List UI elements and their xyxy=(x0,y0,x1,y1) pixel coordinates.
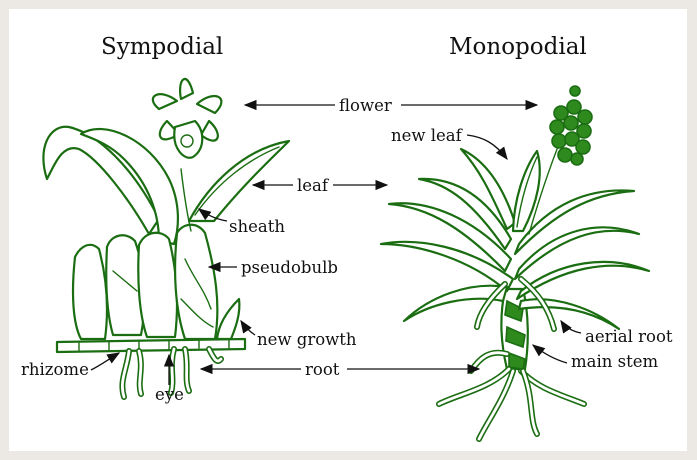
title-sympodial: Sympodial xyxy=(101,34,223,60)
sympodial-leaf xyxy=(189,141,289,221)
diagram-frame: Sympodial Monopodial flower new leaf lea… xyxy=(9,9,687,451)
rhizome xyxy=(57,339,245,352)
rhizome-arrow xyxy=(91,353,119,370)
label-eye: eye xyxy=(155,385,184,404)
label-rhizome: rhizome xyxy=(21,360,89,379)
label-root: root xyxy=(305,360,340,379)
label-leaf: leaf xyxy=(297,176,330,195)
label-aerial-root: aerial root xyxy=(585,327,673,346)
new-growth xyxy=(217,299,239,339)
sympodial-plant xyxy=(43,79,289,397)
monopodial-flower-cluster xyxy=(550,86,592,165)
label-new-leaf: new leaf xyxy=(391,126,464,145)
aerial-root-arrow xyxy=(561,321,581,333)
pseudobulb xyxy=(73,245,107,339)
label-new-growth: new growth xyxy=(257,330,357,349)
label-main-stem: main stem xyxy=(571,352,658,371)
label-flower: flower xyxy=(339,96,392,115)
new-leaf xyxy=(513,151,540,231)
new-growth-arrow xyxy=(241,321,255,335)
pseudobulb xyxy=(175,225,217,339)
sympodial-flower-petal xyxy=(153,94,177,109)
label-sheath: sheath xyxy=(229,217,285,236)
pseudobulb xyxy=(138,233,177,337)
main-stem-arrow xyxy=(533,345,567,363)
orchid-diagram: Sympodial Monopodial flower new leaf lea… xyxy=(9,9,687,451)
title-monopodial: Monopodial xyxy=(449,34,587,60)
label-pseudobulb: pseudobulb xyxy=(241,258,338,277)
